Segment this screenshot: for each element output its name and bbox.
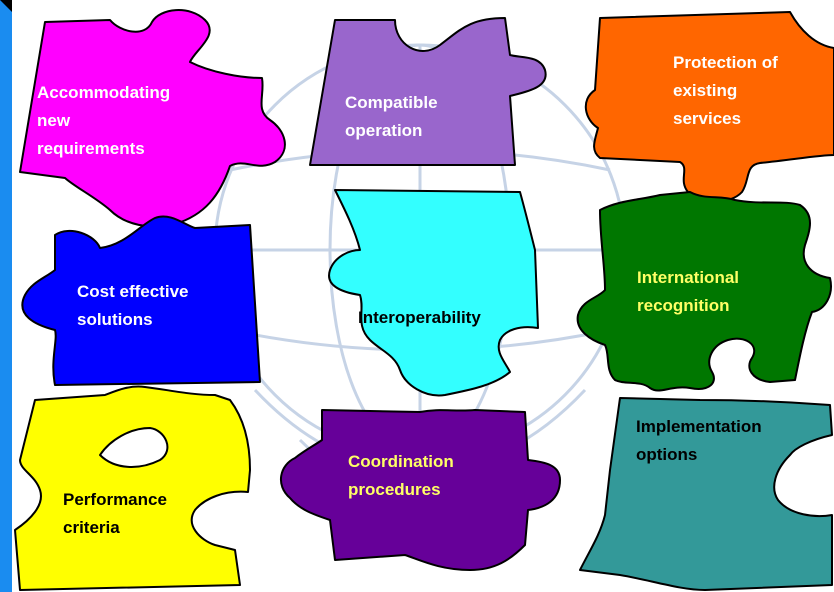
cost-piece (21, 215, 261, 386)
label-line: Coordination (348, 452, 454, 471)
interoperability-piece (328, 189, 539, 397)
label-line: criteria (63, 518, 120, 537)
label-line: solutions (77, 310, 153, 329)
label-line: services (673, 109, 741, 128)
label-line: operation (345, 121, 422, 140)
label-line: Implementation (636, 417, 762, 436)
coordination-piece (280, 409, 561, 571)
label-accommodating: Accommodating new requirements (37, 83, 170, 158)
label-line: procedures (348, 480, 441, 499)
top-left-corner-mark (0, 0, 12, 12)
label-line: Cost effective (77, 282, 188, 301)
label-line: requirements (37, 139, 145, 158)
label-line: Accommodating (37, 83, 170, 102)
protection-piece (584, 11, 834, 203)
label-line: recognition (637, 296, 730, 315)
label-line: existing (673, 81, 737, 100)
compatible-piece (309, 17, 547, 166)
label-cost: Cost effective solutions (77, 282, 188, 329)
label-line: International (637, 268, 739, 287)
label-compatible: Compatible operation (345, 93, 438, 140)
label-line: Interoperability (358, 308, 481, 327)
label-coordination: Coordination procedures (348, 452, 454, 499)
international-piece (576, 191, 832, 392)
performance-piece (14, 385, 251, 591)
implementation-piece (579, 397, 833, 591)
label-interoperability: Interoperability (358, 308, 481, 327)
label-line: Performance (63, 490, 167, 509)
label-line: Protection of (673, 53, 778, 72)
label-international: International recognition (637, 268, 739, 315)
label-performance: Performance criteria (63, 490, 167, 537)
label-line: options (636, 445, 697, 464)
label-line: new (37, 111, 71, 130)
left-accent-bar (0, 0, 12, 592)
label-implementation: Implementation options (636, 417, 762, 464)
label-protection: Protection of existing services (673, 53, 778, 128)
label-line: Compatible (345, 93, 438, 112)
